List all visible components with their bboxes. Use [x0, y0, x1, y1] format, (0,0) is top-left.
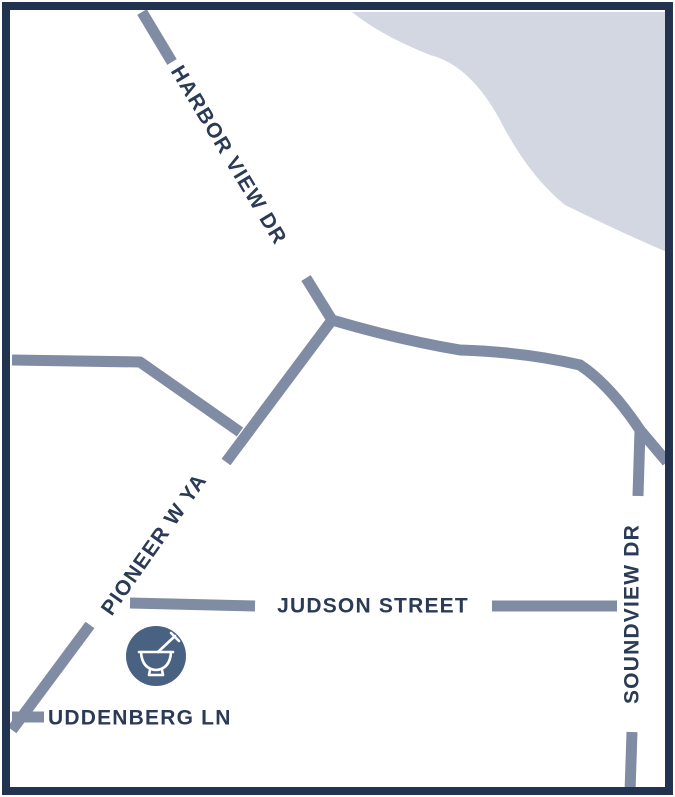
- water-area: [352, 12, 667, 252]
- pharmacy-marker[interactable]: [126, 626, 186, 686]
- road-network: [7, 9, 672, 793]
- pioneer-road-upper: [221, 316, 337, 466]
- east-road: [330, 314, 672, 466]
- harbor-view-road-lower: [301, 275, 337, 323]
- west-road: [11, 354, 244, 437]
- harbor-view-label: HARBOR VIEW DR: [166, 62, 291, 249]
- judson-street-label: JUDSON STREET: [277, 595, 469, 618]
- soundview-road-lower: [624, 731, 638, 793]
- pioneer-label: PIONEER W YA: [97, 469, 212, 619]
- judson-road-west: [129, 597, 256, 612]
- soundview-road-upper: [632, 429, 646, 497]
- soundview-label: SOUNDVIEW DR: [621, 524, 644, 704]
- harbor-view-road-top: [137, 9, 177, 65]
- mortar-and-pestle-icon: [137, 631, 181, 677]
- uddenberg-label: UDDENBERG LN: [48, 707, 232, 730]
